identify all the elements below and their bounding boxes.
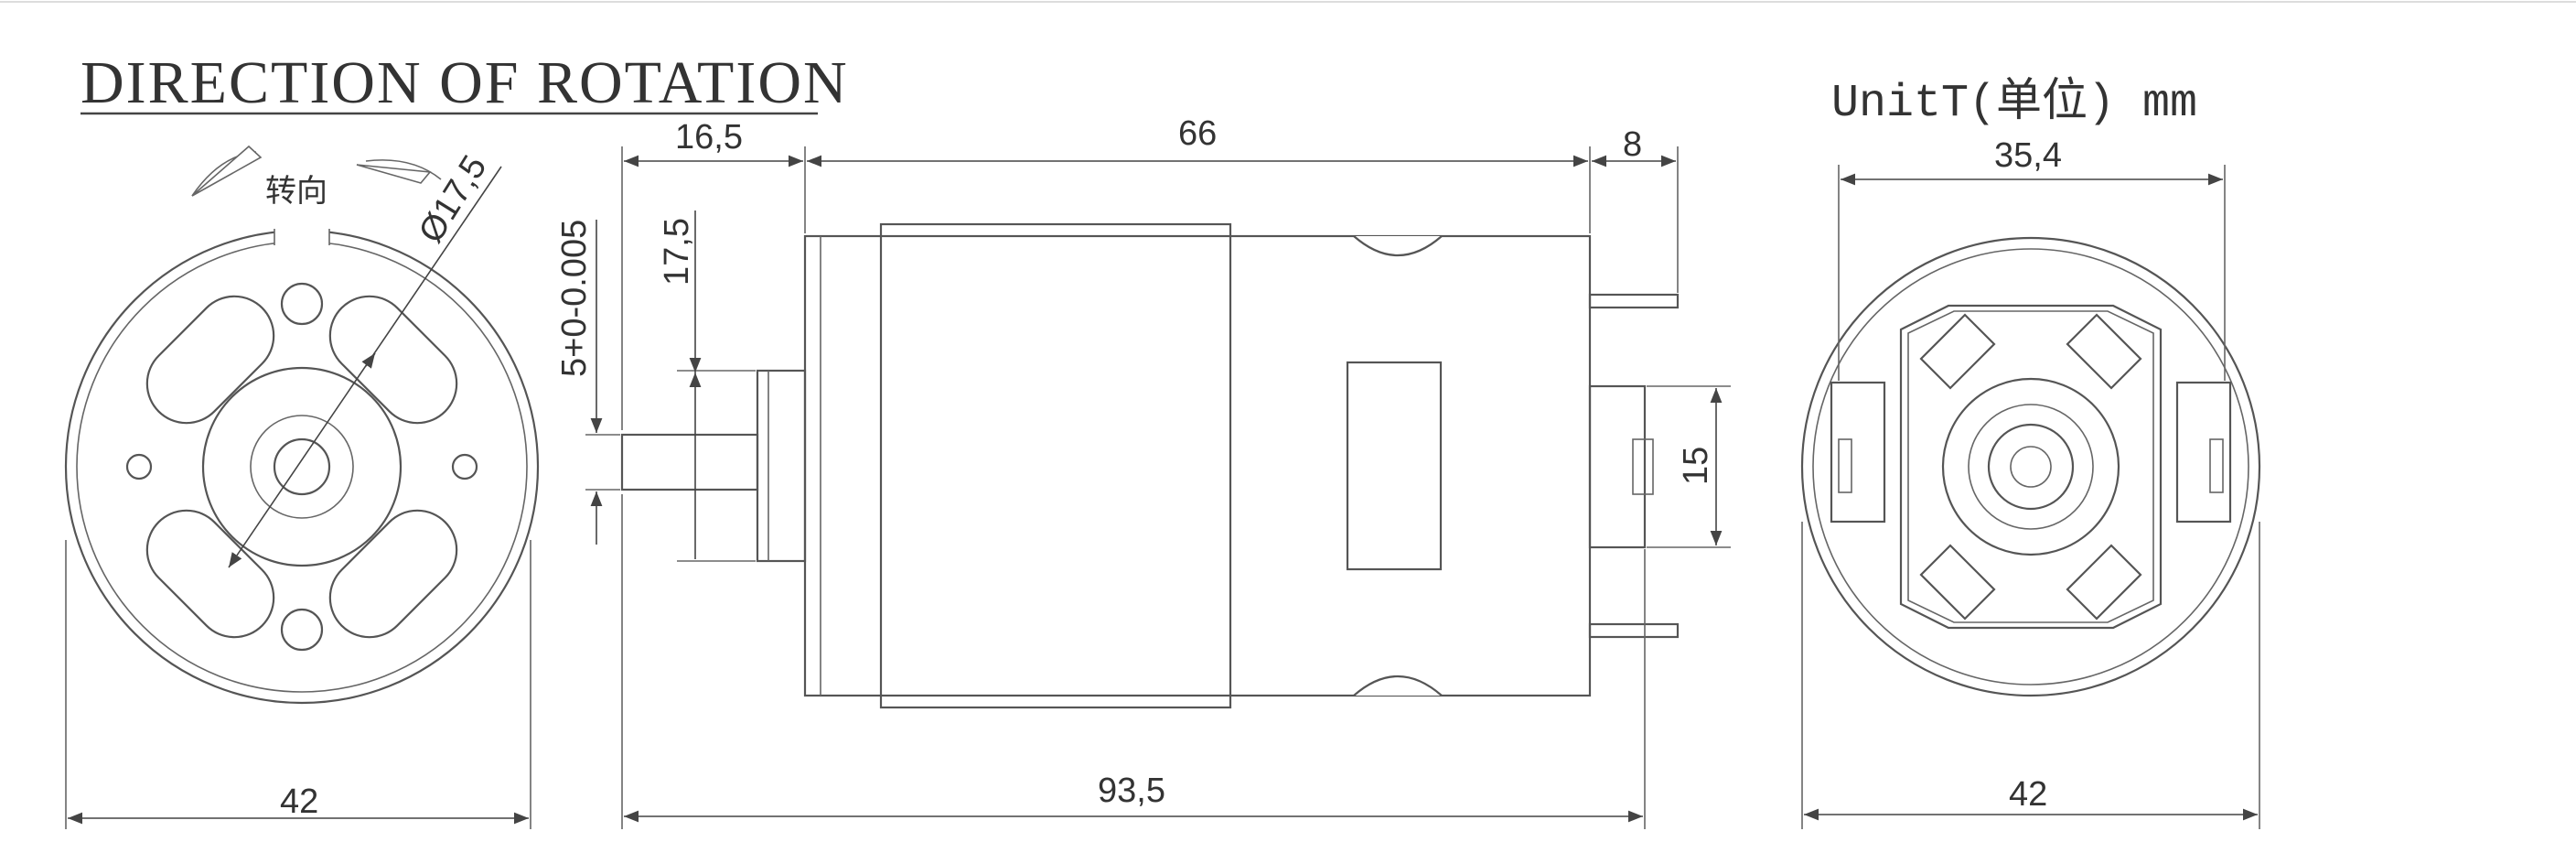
title-block: DIRECTION OF ROTATION [80,49,849,116]
dim-overall-length: 93,5 [1098,772,1165,810]
front-view: Ø17,5 转向 42 [64,145,540,829]
dim-shaft-diameter: 5+0-0.005 [555,220,594,377]
dim-body-length: 66 [1178,114,1217,153]
rotation-label: 转向 [265,173,327,210]
dim-boss-height: 15 [1677,447,1715,485]
dim-flange-height: 17,5 [658,218,696,286]
unit-label: UnitT(单位) mm [1831,76,2197,130]
dim-rear-inner: 35,4 [1994,136,2062,175]
rear-view: 35,4 42 [1800,136,2261,829]
dim-hole-diameter: Ø17,5 [412,149,494,250]
dim-shaft-length: 16,5 [675,118,743,157]
dim-front-width: 42 [280,783,318,821]
side-view: 16,5 66 8 93,5 17,5 5+0-0.005 15 [555,114,1731,829]
dim-rear-width: 42 [2009,775,2047,814]
page-title: DIRECTION OF ROTATION [80,49,849,116]
dim-rear-boss: 8 [1623,125,1642,164]
